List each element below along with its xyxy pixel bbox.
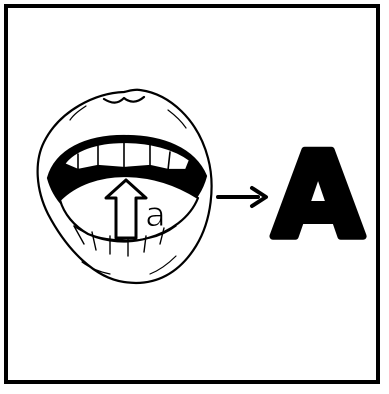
letter-display: A: [272, 126, 363, 264]
sound-label: a: [145, 195, 166, 235]
right-arrow-icon: [218, 188, 266, 206]
